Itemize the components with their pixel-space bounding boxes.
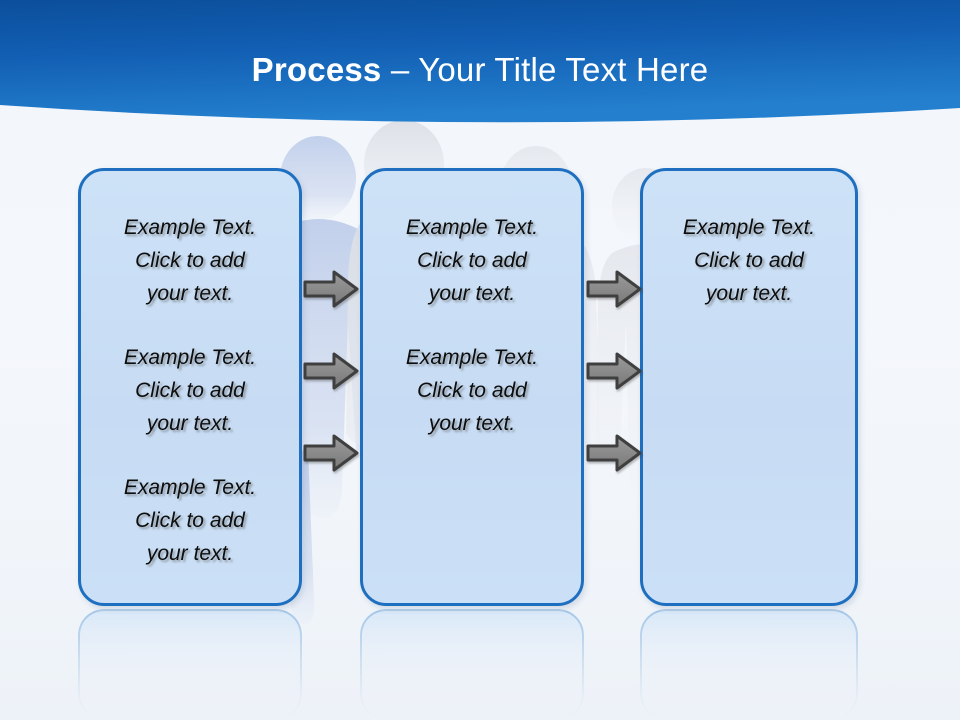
- arrow-right-icon: [303, 270, 359, 308]
- page-title-dash: –: [381, 51, 419, 88]
- header-band: [0, 0, 960, 135]
- process-box-1[interactable]: Example Text. Click to add your text. Ex…: [78, 168, 302, 606]
- process-box-3[interactable]: Example Text. Click to add your text.: [640, 168, 858, 606]
- arrow-right-icon: [586, 352, 642, 390]
- page-title-bold: Process: [251, 51, 382, 88]
- page-title-rest: Your Title Text Here: [418, 51, 709, 88]
- arrow-right-icon: [586, 434, 642, 472]
- page-title: Process – Your Title Text Here: [0, 50, 960, 90]
- arrow-right-icon: [586, 270, 642, 308]
- box-reflection-2: [360, 609, 584, 720]
- arrow-right-icon: [303, 434, 359, 472]
- process-box-2-paragraph-1: Example Text. Click to add your text.: [405, 216, 539, 305]
- box-reflection-1: [78, 609, 302, 720]
- process-box-1-paragraph-2: Example Text. Click to add your text.: [123, 346, 257, 435]
- process-box-1-paragraph-3: Example Text. Click to add your text.: [123, 476, 257, 565]
- process-box-2[interactable]: Example Text. Click to add your text. Ex…: [360, 168, 584, 606]
- arrow-right-icon: [303, 352, 359, 390]
- process-box-2-paragraph-2: Example Text. Click to add your text.: [405, 346, 539, 435]
- box-reflection-3: [640, 609, 858, 720]
- process-box-1-paragraph-1: Example Text. Click to add your text.: [123, 216, 257, 305]
- process-box-3-paragraph-1: Example Text. Click to add your text.: [682, 216, 816, 305]
